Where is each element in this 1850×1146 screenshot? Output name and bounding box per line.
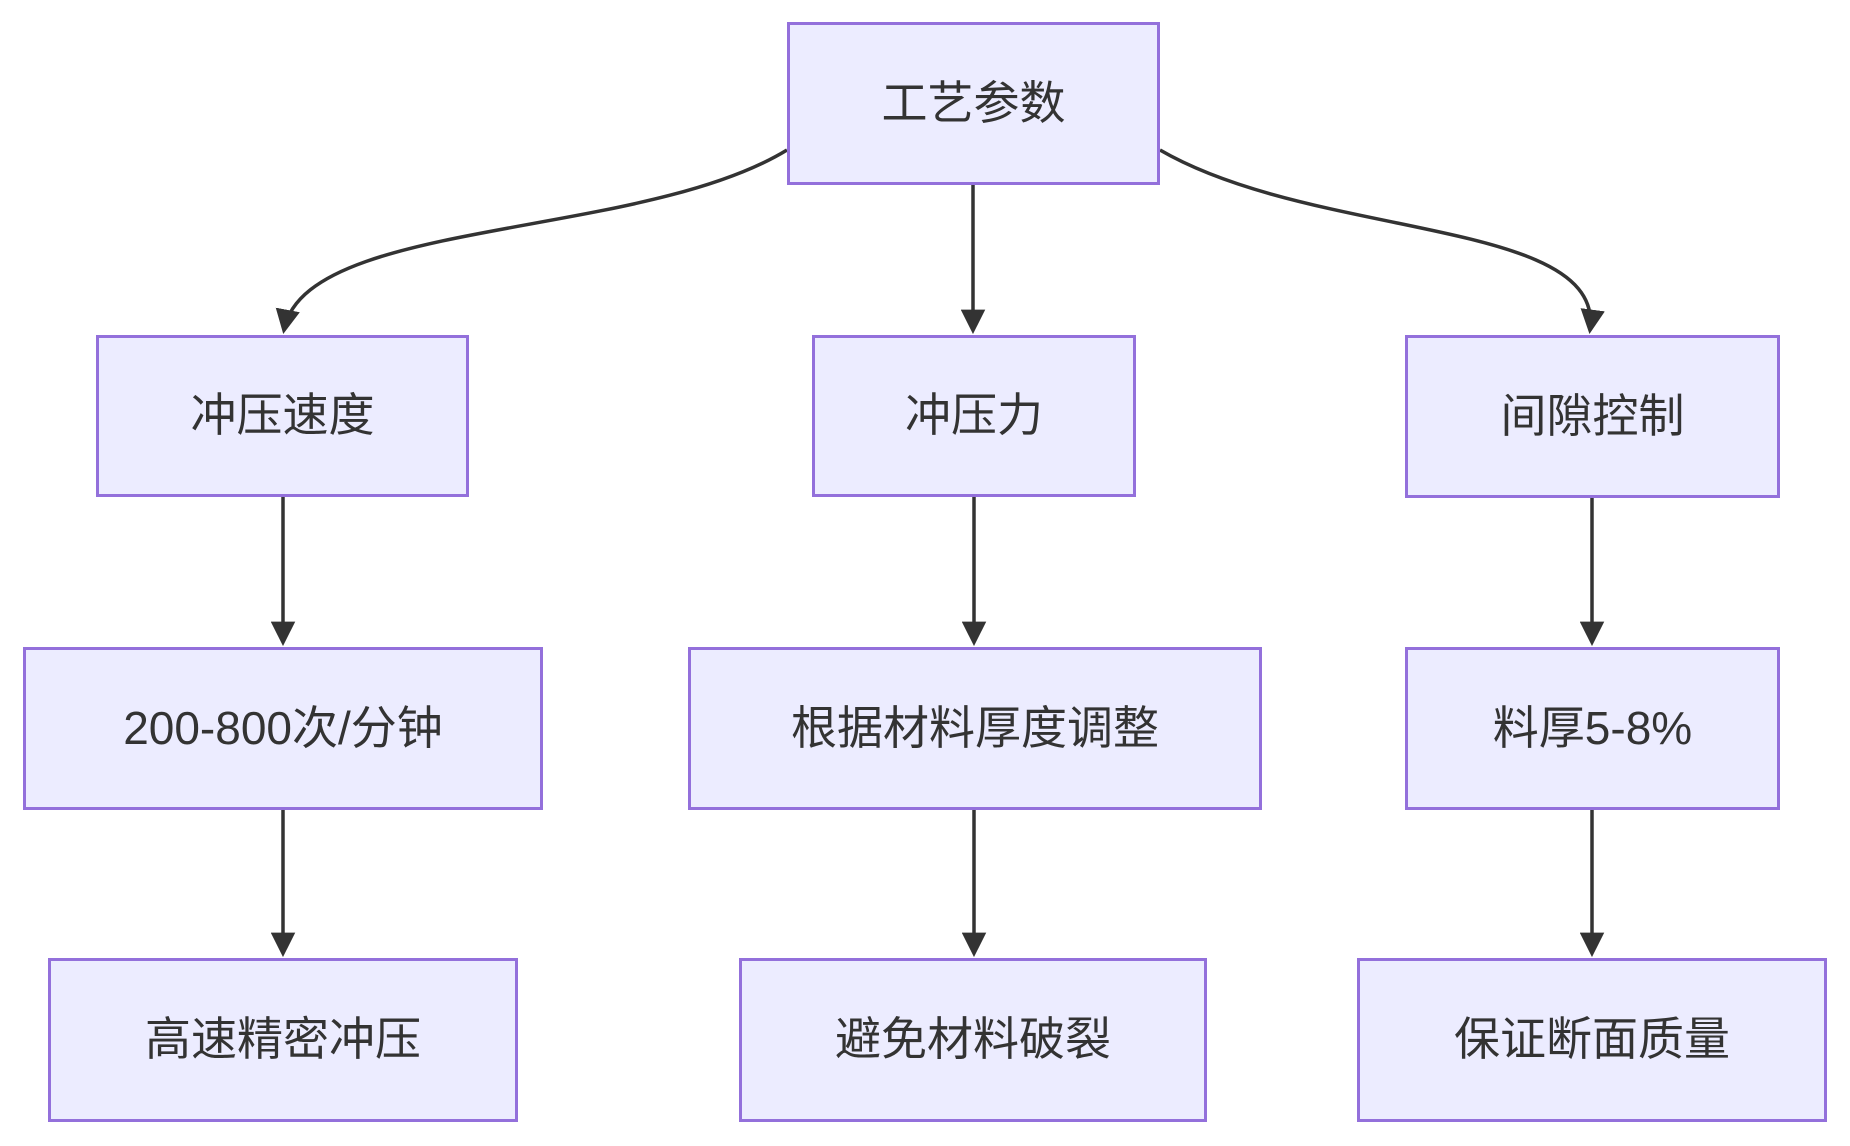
- edge-root-to-speed: [275, 148, 788, 335]
- node-force-value: 根据材料厚度调整: [688, 647, 1262, 810]
- node-stamping-speed: 冲压速度: [96, 335, 469, 497]
- node-process-parameters: 工艺参数: [787, 22, 1160, 185]
- node-clearance-control: 间隙控制: [1405, 335, 1780, 498]
- edge-root-to-clearance: [1159, 148, 1605, 335]
- node-clearance-result: 保证断面质量: [1357, 958, 1827, 1122]
- node-speed-value: 200-800次/分钟: [23, 647, 543, 810]
- node-speed-result: 高速精密冲压: [48, 958, 518, 1122]
- node-stamping-force: 冲压力: [812, 335, 1136, 497]
- node-clearance-value: 料厚5-8%: [1405, 647, 1780, 810]
- node-force-result: 避免材料破裂: [739, 958, 1207, 1122]
